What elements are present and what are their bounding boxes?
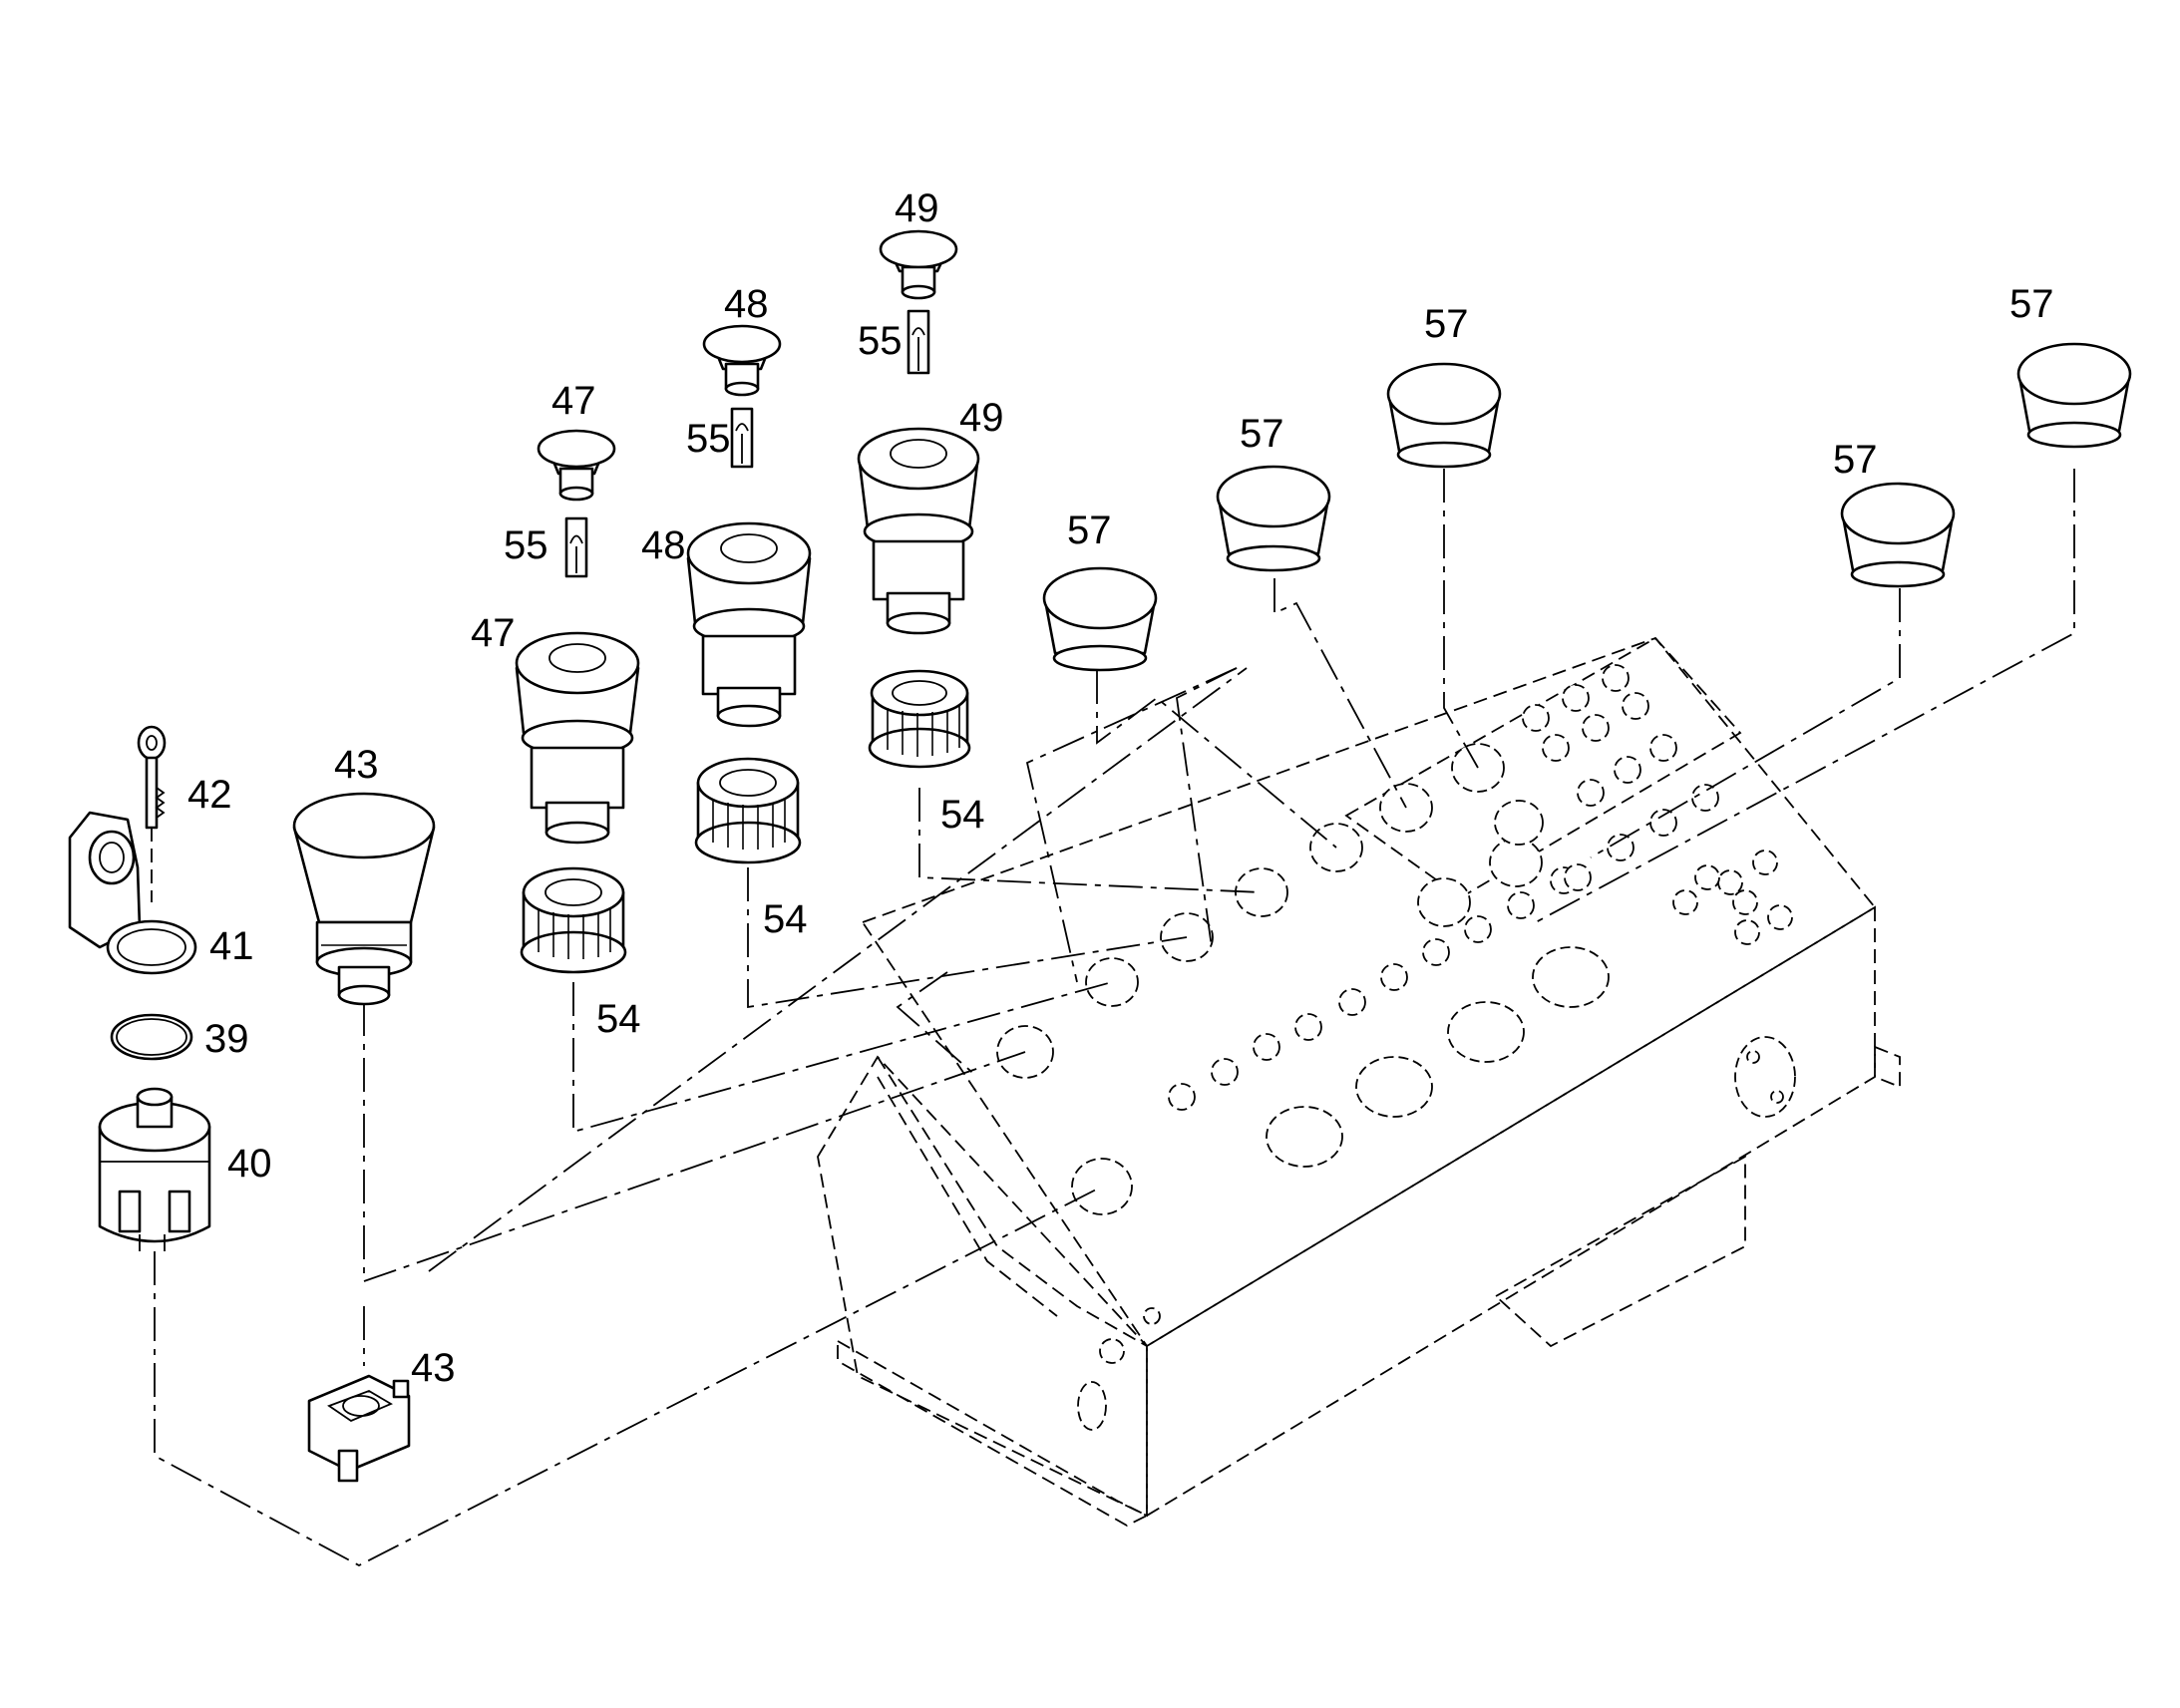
bezel-part-54-c bbox=[868, 669, 971, 769]
callout-47-body: 47 bbox=[471, 611, 516, 655]
callout-55-middle: 55 bbox=[686, 417, 731, 461]
leader-lines bbox=[154, 469, 2075, 1567]
callout-49-body: 49 bbox=[959, 396, 1004, 440]
plug-part-57-b bbox=[1216, 465, 1331, 572]
callout-42: 42 bbox=[187, 773, 232, 817]
pilot-light-part-48 bbox=[686, 324, 812, 728]
cover-part-41 bbox=[68, 811, 197, 975]
callout-57-e: 57 bbox=[2009, 282, 2054, 326]
mushroom-button-part-43 bbox=[292, 792, 436, 1006]
callout-54-right: 54 bbox=[940, 793, 985, 837]
callout-41: 41 bbox=[209, 924, 254, 968]
callout-49-lens: 49 bbox=[895, 186, 939, 230]
callout-57-a: 57 bbox=[1067, 509, 1112, 552]
plug-part-57-d bbox=[1840, 482, 1956, 588]
control-panel-housing bbox=[817, 636, 1901, 1528]
plug-part-57-e bbox=[2016, 342, 2132, 449]
keyswitch-part-40 bbox=[98, 1087, 211, 1251]
pilot-light-part-49 bbox=[857, 229, 980, 635]
callout-55-left: 55 bbox=[504, 523, 548, 567]
callout-43-block: 43 bbox=[411, 1346, 456, 1390]
callout-57-d: 57 bbox=[1833, 438, 1878, 482]
callout-54-left: 54 bbox=[596, 997, 641, 1041]
bezel-part-54-a bbox=[520, 866, 627, 974]
bezel-part-54-b bbox=[694, 757, 802, 864]
callout-57-b: 57 bbox=[1240, 412, 1284, 456]
callout-48-lens: 48 bbox=[724, 282, 769, 326]
callout-54-middle: 54 bbox=[763, 897, 808, 941]
callout-39: 39 bbox=[204, 1017, 249, 1061]
callout-labels: 39 40 41 42 43 43 47 47 48 48 49 49 54 5… bbox=[187, 186, 2054, 1390]
pilot-light-part-47 bbox=[515, 429, 640, 845]
callout-48-body: 48 bbox=[641, 523, 686, 567]
callout-40: 40 bbox=[227, 1142, 272, 1186]
oring-part-39 bbox=[110, 1013, 193, 1061]
callout-57-c: 57 bbox=[1424, 302, 1469, 346]
plug-part-57-c bbox=[1386, 362, 1502, 469]
callout-43-button: 43 bbox=[334, 743, 379, 787]
callout-55-right: 55 bbox=[858, 319, 903, 363]
contact-block-part-43 bbox=[307, 1374, 411, 1483]
plug-part-57-a bbox=[1042, 566, 1158, 672]
key-part-42 bbox=[137, 725, 167, 902]
callout-47-lens: 47 bbox=[551, 379, 596, 423]
